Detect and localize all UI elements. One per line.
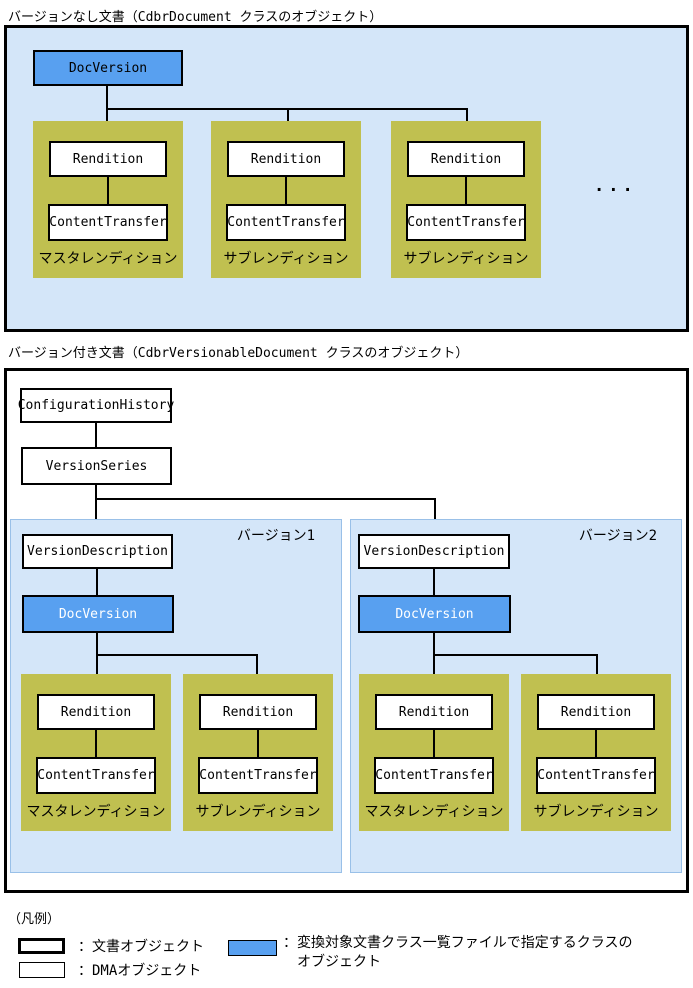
rendition-node: Rendition <box>407 141 525 177</box>
legend-document-object-label: ：文書オブジェクト <box>78 939 204 955</box>
doc-version-node: DocVersion <box>33 50 183 86</box>
version-description-node: VersionDescription <box>22 534 173 569</box>
content-transfer-node: ContentTransfer <box>48 204 168 241</box>
doc-version-node: DocVersion <box>358 595 511 633</box>
rendition-group-label: サブレンディション <box>533 804 659 820</box>
legend-dma-object-swatch <box>19 962 65 978</box>
connector-line <box>595 730 597 757</box>
legend-conversion-class-label-line2: オブジェクト <box>297 954 381 970</box>
rendition-group-label: マスタレンディション <box>38 251 178 267</box>
content-transfer-node: ContentTransfer <box>198 757 318 794</box>
connector-line <box>96 569 98 595</box>
legend-conversion-class-label-line1: ：変換対象文書クラス一覧ファイルで指定するクラスの <box>283 935 633 951</box>
version1-panel: バージョン1 VersionDescription DocVersion Ren… <box>10 519 342 873</box>
version2-panel: バージョン2 VersionDescription DocVersion Ren… <box>350 519 682 873</box>
legend-conversion-class-swatch <box>228 940 277 956</box>
versionless-title: バージョンなし文書（CdbrDocument クラスのオブジェクト） <box>8 10 383 25</box>
legend-dma-object-label: ：DMAオブジェクト <box>78 963 202 979</box>
connector-line <box>95 730 97 757</box>
rendition-node: Rendition <box>37 694 155 730</box>
content-transfer-node: ContentTransfer <box>406 204 526 241</box>
connector-line <box>107 177 109 204</box>
rendition-group-label: マスタレンディション <box>364 804 504 820</box>
connector-line <box>106 86 108 110</box>
doc-version-node: DocVersion <box>22 595 174 633</box>
rendition-group-label: マスタレンディション <box>26 804 166 820</box>
content-transfer-node: ContentTransfer <box>226 204 346 241</box>
connector-line <box>433 730 435 757</box>
rendition-node: Rendition <box>227 141 345 177</box>
connector-line <box>433 654 598 656</box>
rendition-group-label: サブレンディション <box>223 251 349 267</box>
version-panel-label: バージョン1 <box>236 528 316 544</box>
legend-document-object-swatch <box>18 938 65 954</box>
connector-line <box>434 498 436 533</box>
rendition-node: Rendition <box>375 694 493 730</box>
rendition-group-label: サブレンディション <box>195 804 321 820</box>
connector-line <box>96 633 98 694</box>
connector-line <box>95 423 97 447</box>
versioned-title: バージョン付き文書（CdbrVersionableDocument クラスのオブ… <box>8 346 469 361</box>
content-transfer-node: ContentTransfer <box>36 757 156 794</box>
connector-line <box>96 654 258 656</box>
rendition-node: Rendition <box>49 141 167 177</box>
rendition-node: Rendition <box>199 694 317 730</box>
rendition-group: Rendition ContentTransfer サブレンディション <box>183 674 333 831</box>
connector-line <box>95 498 436 500</box>
legend-title: （凡例） <box>8 912 61 927</box>
rendition-group: Rendition ContentTransfer マスタレンディション <box>21 674 171 831</box>
connector-line <box>285 177 287 204</box>
rendition-group: Rendition ContentTransfer マスタレンディション <box>33 121 183 278</box>
connector-line <box>257 730 259 757</box>
content-transfer-node: ContentTransfer <box>536 757 656 794</box>
legend-conversion-class-label: ：変換対象文書クラス一覧ファイルで指定するクラスの オブジェクト <box>283 934 632 972</box>
version-series-node: VersionSeries <box>21 447 172 485</box>
ellipsis-more-indicator: ... <box>594 176 637 196</box>
content-transfer-node: ContentTransfer <box>374 757 494 794</box>
connector-line <box>95 485 97 533</box>
connector-line <box>433 569 435 595</box>
configuration-history-node: ConfigurationHistory <box>18 388 174 423</box>
rendition-group: Rendition ContentTransfer サブレンディション <box>521 674 671 831</box>
rendition-group-label: サブレンディション <box>403 251 529 267</box>
version-panel-label: バージョン2 <box>578 528 658 544</box>
version-description-node: VersionDescription <box>358 534 510 569</box>
rendition-node: Rendition <box>537 694 655 730</box>
rendition-group: Rendition ContentTransfer サブレンディション <box>391 121 541 278</box>
connector-line <box>465 177 467 204</box>
rendition-group: Rendition ContentTransfer サブレンディション <box>211 121 361 278</box>
rendition-group: Rendition ContentTransfer マスタレンディション <box>359 674 509 831</box>
connector-line <box>433 633 435 694</box>
